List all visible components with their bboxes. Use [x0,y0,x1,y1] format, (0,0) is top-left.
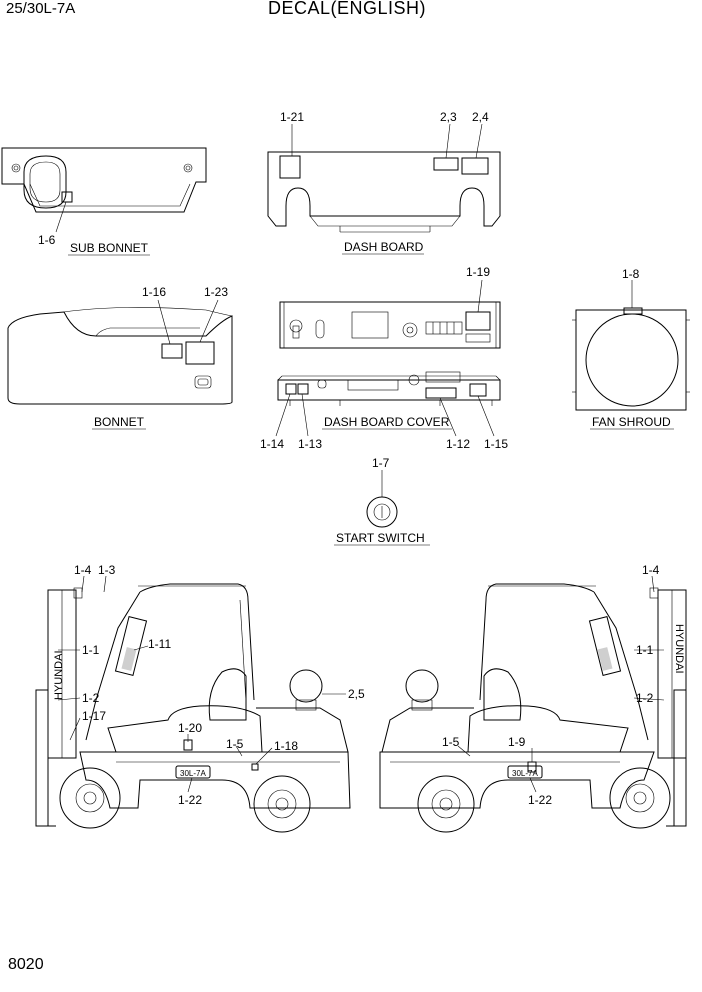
fan-shroud-drawing [572,280,690,411]
decal-2-4 [461,157,489,175]
model-number: 25/30L-7A [6,0,76,17]
page-title: DECAL(ENGLISH) [268,0,427,18]
label-bonnet: BONNET [94,415,145,429]
forklift-left-view [35,575,351,833]
callout-1-12: 1-12 [446,437,470,451]
decal-1-23 [185,341,215,365]
callout-right-1-2: 1-2 [636,691,654,705]
callout-left-1-17: 1-17 [82,709,106,723]
forklift-right-view [379,575,687,833]
callout-left-1-5: 1-5 [226,737,244,751]
dash-board-drawing [267,123,501,233]
callout-1-16: 1-16 [142,285,166,299]
dash-board-cover-bottom-drawing [275,371,501,437]
page-number: 8020 [8,956,44,973]
decal-1-15 [469,383,487,397]
callout-left-1-20: 1-20 [178,721,202,735]
callout-right-1-1: 1-1 [636,643,654,657]
dash-board-cover-top-drawing [279,279,501,349]
callout-1-19: 1-19 [466,265,490,279]
callout-2-3: 2,3 [440,110,457,124]
sub-bonnet-drawing [1,147,207,233]
decal-1-19 [465,311,491,331]
callout-1-13: 1-13 [298,437,322,451]
start-switch-drawing [366,470,398,528]
decal-1-7 [373,503,391,521]
callout-left-1-3: 1-3 [98,563,116,577]
callout-1-8: 1-8 [622,267,640,281]
label-dash-board: DASH BOARD [344,240,424,254]
counterweight-model-left: 30L-7A [180,769,206,778]
callout-right-1-9: 1-9 [508,735,526,749]
decal-1-6 [61,191,73,203]
label-start-switch: START SWITCH [336,531,425,545]
callout-2-4: 2,4 [472,110,489,124]
mast-brand-left: HYUNDAI [53,650,65,700]
decal-1-13 [297,383,309,395]
callout-left-2-5: 2,5 [348,687,365,701]
bonnet-drawing [7,299,233,405]
label-sub-bonnet: SUB BONNET [70,241,149,255]
callout-left-1-4: 1-4 [74,563,92,577]
label-dash-board-cover: DASH BOARD COVER [324,415,450,429]
callout-left-1-2: 1-2 [82,691,100,705]
callout-left-1-22: 1-22 [178,793,202,807]
callout-1-6: 1-6 [38,233,56,247]
decal-1-14 [285,383,297,395]
callout-1-23: 1-23 [204,285,228,299]
decal-1-8 [623,307,643,315]
callout-1-14: 1-14 [260,437,284,451]
callout-right-1-22: 1-22 [528,793,552,807]
callout-1-7: 1-7 [372,456,390,470]
callout-right-1-4: 1-4 [642,563,660,577]
counterweight-model-right: 30L-7A [512,769,538,778]
callout-1-15: 1-15 [484,437,508,451]
callout-right-1-5: 1-5 [442,735,460,749]
decal-1-21 [279,155,301,179]
label-fan-shroud: FAN SHROUD [592,415,671,429]
callout-1-21: 1-21 [280,110,304,124]
callout-left-1-1: 1-1 [82,643,100,657]
decal-1-16 [161,343,183,359]
decal-1-12 [425,387,457,399]
callout-left-1-18: 1-18 [274,739,298,753]
mast-brand-right: HYUNDAI [673,624,685,674]
decal-2-3 [433,157,459,171]
callout-left-1-11: 1-11 [148,637,171,651]
